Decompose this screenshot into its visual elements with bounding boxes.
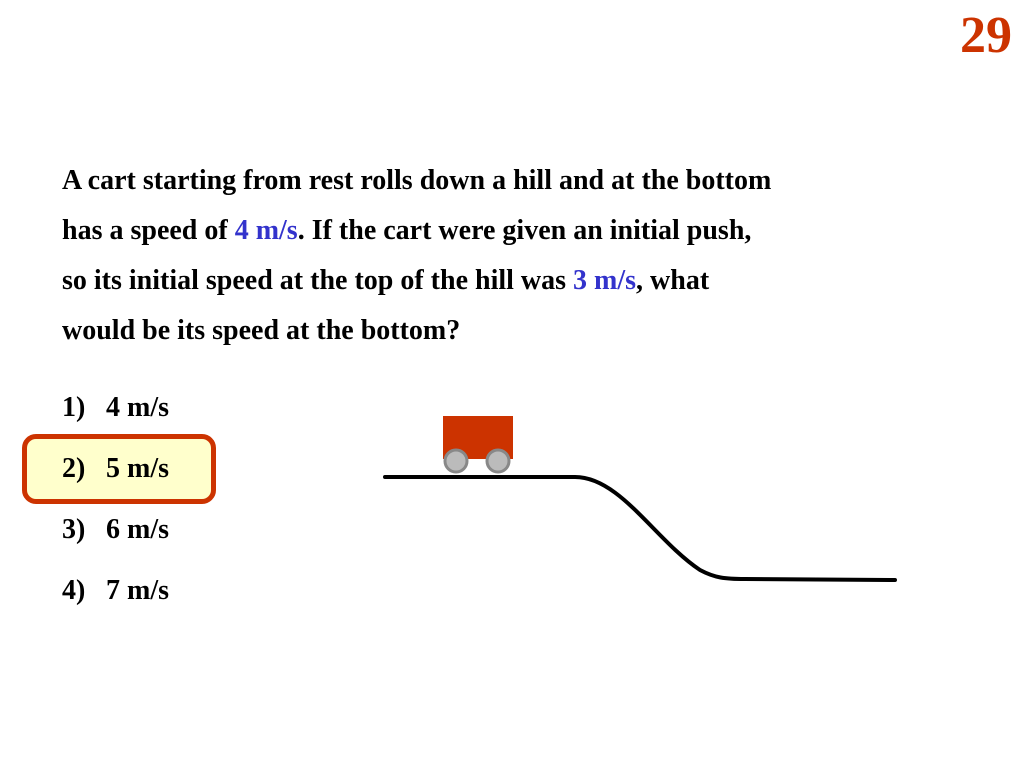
question-line-2-end: . If the cart were given an initial push…: [297, 215, 752, 246]
question-line-2-start: has a speed of: [62, 215, 235, 246]
answer-text: 7 m/s: [106, 575, 169, 606]
answer-option-3[interactable]: 3) 6 m/s: [62, 510, 169, 550]
answer-text: 4 m/s: [106, 392, 169, 423]
question-line-1: A cart starting from rest rolls down a h…: [62, 165, 772, 196]
initial-speed-rest-value: 4 m/s: [234, 215, 298, 246]
answer-option-1[interactable]: 1) 4 m/s: [62, 388, 169, 428]
answer-option-2[interactable]: 2) 5 m/s: [62, 449, 169, 489]
selected-answer-highlight: [22, 434, 216, 504]
question-line-2: has a speed of 4 m/s. If the cart were g…: [62, 206, 962, 256]
question-text: A cart starting from rest rolls down a h…: [62, 156, 962, 356]
answer-text: 6 m/s: [106, 514, 169, 545]
cart-hill-diagram: [383, 416, 897, 582]
hill-profile: [383, 475, 897, 582]
question-line-3: so its initial speed at the top of the h…: [62, 256, 962, 306]
cart-wheel-right: [485, 448, 511, 474]
cart-wheel-left: [443, 448, 469, 474]
answer-number: 1): [62, 392, 86, 423]
question-line-4: would be its speed at the bottom?: [62, 315, 461, 346]
initial-push-speed-value: 3 m/s: [573, 265, 637, 296]
question-line-3-start: so its initial speed at the top of the h…: [62, 265, 574, 296]
answer-option-4[interactable]: 4) 7 m/s: [62, 571, 169, 611]
answer-number: 4): [62, 575, 86, 606]
slide-number: 29: [960, 7, 1012, 64]
answer-number: 2): [62, 453, 86, 484]
answer-text: 5 m/s: [106, 453, 169, 484]
answer-number: 3): [62, 514, 86, 545]
question-line-3-end: , what: [636, 265, 710, 296]
